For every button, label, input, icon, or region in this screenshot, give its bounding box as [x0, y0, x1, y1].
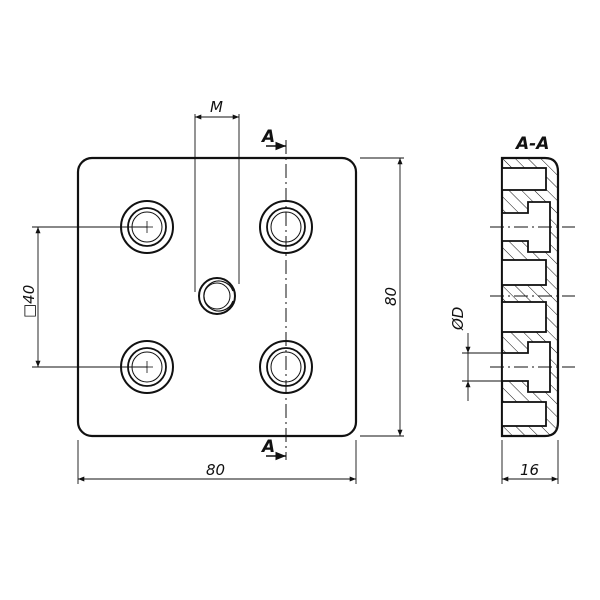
section-view: A-A — [449, 134, 575, 484]
threaded-center-hole — [198, 277, 236, 315]
diameter-dimension — [462, 333, 528, 401]
height-dimension — [360, 157, 404, 437]
width-label: 80 — [206, 461, 225, 479]
thread-dimension — [194, 114, 240, 292]
section-title: A-A — [514, 134, 549, 154]
section-label-bottom: A — [260, 437, 275, 457]
spacing-dimension — [32, 226, 147, 368]
height-label: 80 — [382, 287, 400, 306]
section-body — [500, 156, 560, 438]
plate-outline — [76, 156, 358, 438]
section-centerlines — [490, 226, 575, 368]
diameter-label: ØD — [449, 307, 467, 331]
width-dimension — [77, 440, 357, 484]
thickness-label: 16 — [520, 461, 539, 479]
thread-label: M — [210, 98, 223, 116]
front-view: A A M 80 80 □40 — [20, 98, 404, 484]
thickness-dimension — [501, 440, 559, 484]
section-label-top: A — [260, 127, 275, 147]
spacing-label: □40 — [20, 285, 38, 318]
